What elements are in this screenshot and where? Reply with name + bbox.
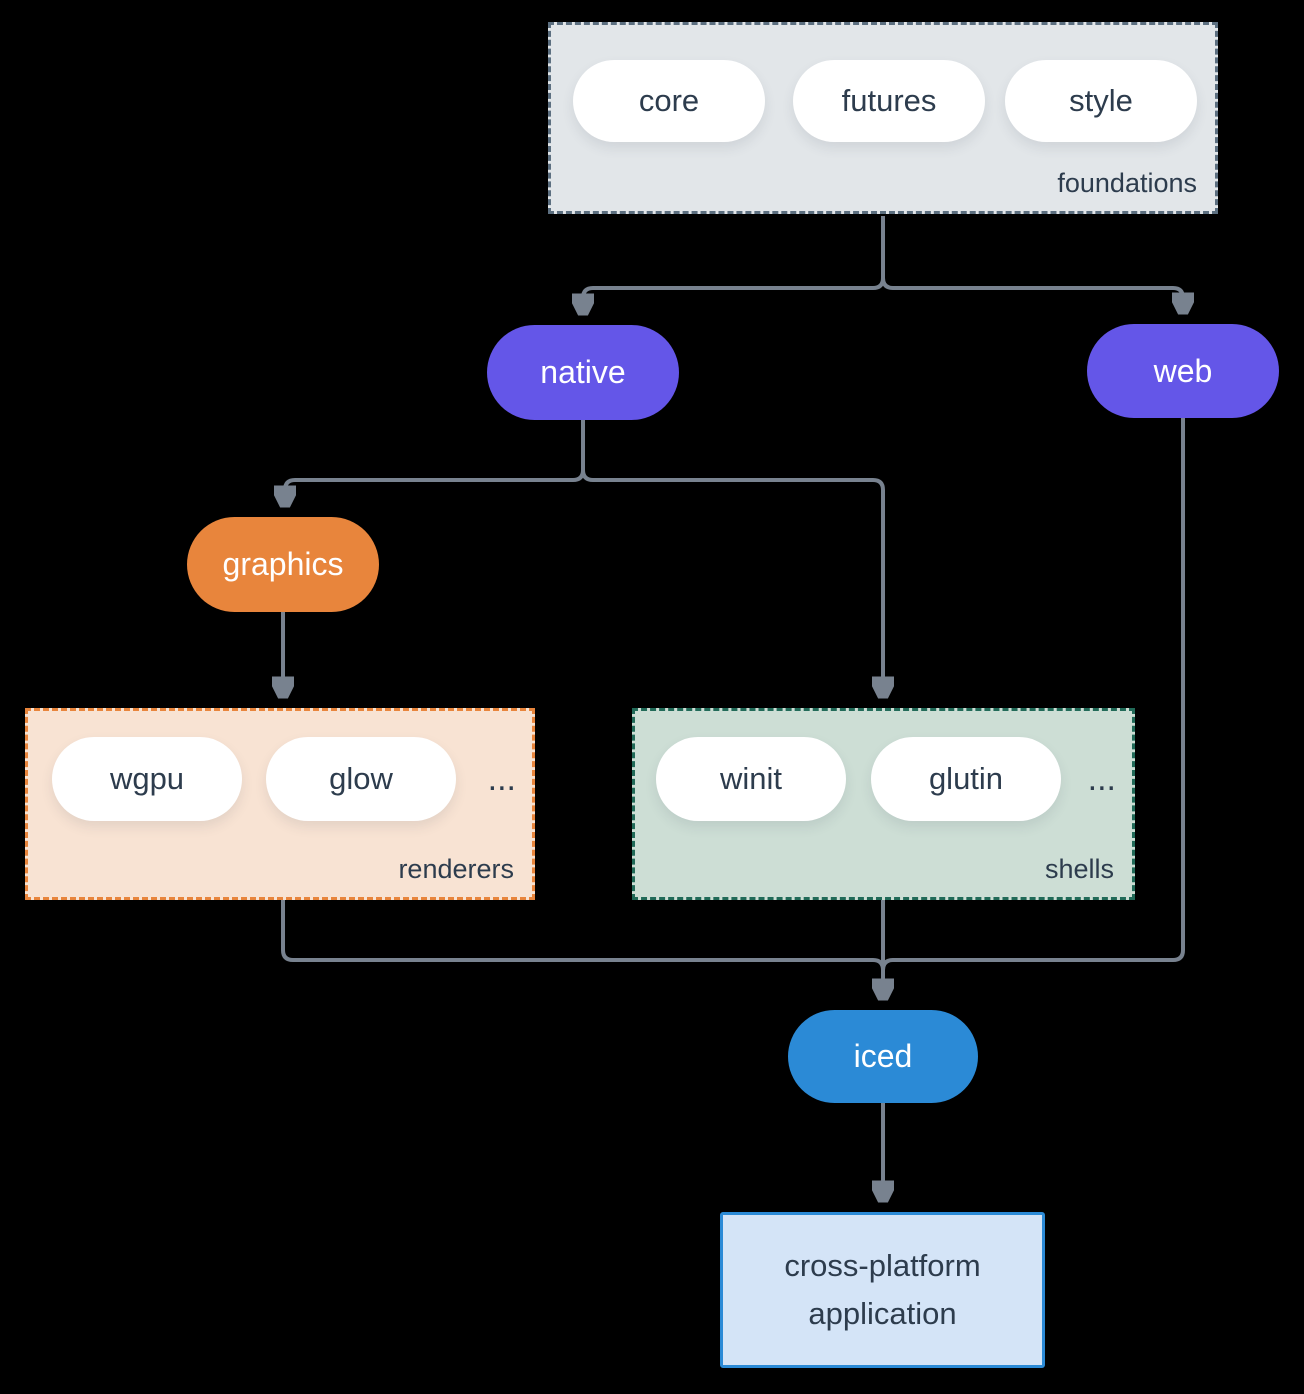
node-cross-platform-application: cross-platform application: [720, 1212, 1045, 1368]
renderers-ellipsis: ...: [487, 759, 516, 798]
node-glutin: glutin: [871, 737, 1061, 821]
connector-foundations-web: [881, 216, 1183, 310]
node-core: core: [573, 60, 765, 142]
group-shells-label: shells: [1044, 854, 1114, 884]
connector-native-graphics: [285, 420, 585, 503]
group-foundations: core futures style foundations: [548, 22, 1218, 214]
node-graphics: graphics: [187, 517, 379, 612]
node-futures: futures: [793, 60, 985, 142]
group-renderers: wgpu glow ... renderers: [25, 708, 535, 900]
node-iced: iced: [788, 1010, 978, 1103]
node-glow: glow: [266, 737, 456, 821]
group-shells: winit glutin ... shells: [632, 708, 1135, 900]
group-renderers-label: renderers: [398, 854, 514, 884]
node-winit: winit: [656, 737, 846, 821]
connector-renderers-merge: [281, 900, 885, 971]
node-wgpu: wgpu: [52, 737, 242, 821]
node-native: native: [487, 325, 679, 420]
node-web: web: [1087, 324, 1279, 418]
shells-ellipsis: ...: [1087, 759, 1116, 798]
node-style: style: [1005, 60, 1197, 142]
group-foundations-label: foundations: [1057, 168, 1197, 198]
connector-native-shells: [581, 420, 883, 694]
connector-foundations-native: [583, 216, 885, 311]
